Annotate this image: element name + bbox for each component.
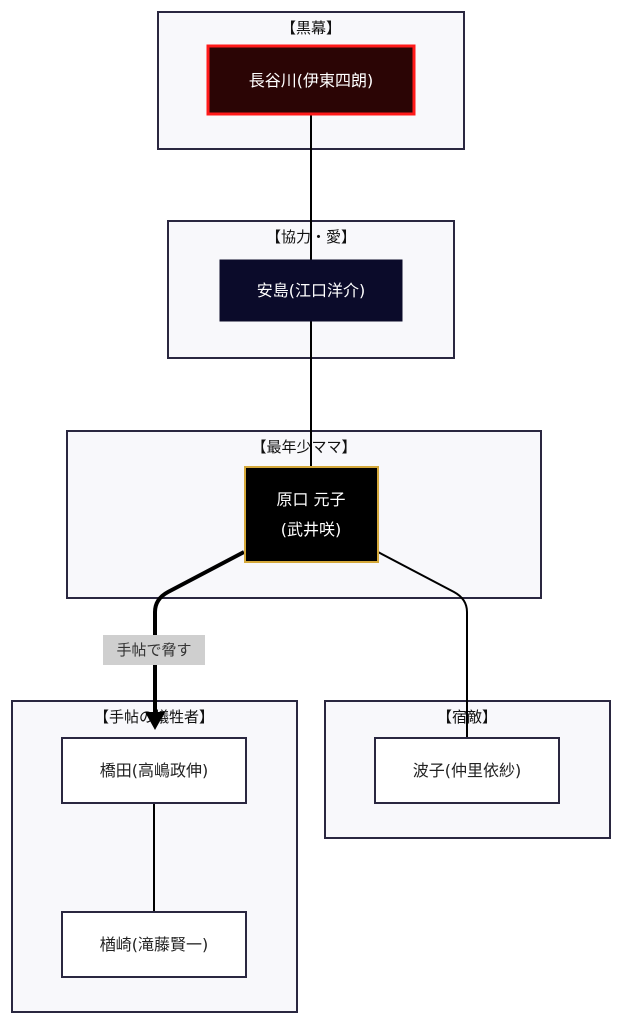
node-yasujima-label: 安島(江口洋介) [257,281,366,300]
node-hasegawa-label: 長谷川(伊東四朗) [249,71,374,90]
cluster-mastermind-title: 【黒幕】 [281,19,341,37]
node-hasegawa: 長谷川(伊東四朗) [206,44,416,116]
node-haraguchi: 原口 元子 (武井咲) [244,466,379,563]
node-narasaki-label: 楢崎(滝藤賢一) [100,935,209,954]
node-haraguchi-box [244,466,379,563]
node-narasaki-box [61,911,247,978]
cluster-youngest-mama-title: 【最年少ママ】 [251,438,356,456]
edge-label-threaten: 手帖で脅す [103,635,205,665]
node-hashida-label: 橋田(高嶋政伸) [100,761,209,780]
edge-haraguchi-namiko [377,551,468,738]
node-yasujima-box [219,259,403,322]
node-namiko-label: 波子(仲里依紗) [413,761,522,780]
edge-arrowhead [145,712,165,730]
edge-haraguchi-hashida [153,550,245,716]
edge-label-threaten-text: 手帖で脅す [116,641,191,659]
node-hasegawa-box [206,44,416,116]
node-haraguchi-label-line1: 原口 元子 [276,490,345,509]
node-yasujima: 安島(江口洋介) [219,259,403,322]
node-hashida-box [61,737,247,804]
node-hashida: 橋田(高嶋政伸) [61,737,247,804]
node-namiko-box [374,737,560,804]
node-namiko: 波子(仲里依紗) [374,737,560,804]
node-haraguchi-label-line2: (武井咲) [281,520,342,539]
node-narasaki: 楢崎(滝藤賢一) [61,911,247,978]
